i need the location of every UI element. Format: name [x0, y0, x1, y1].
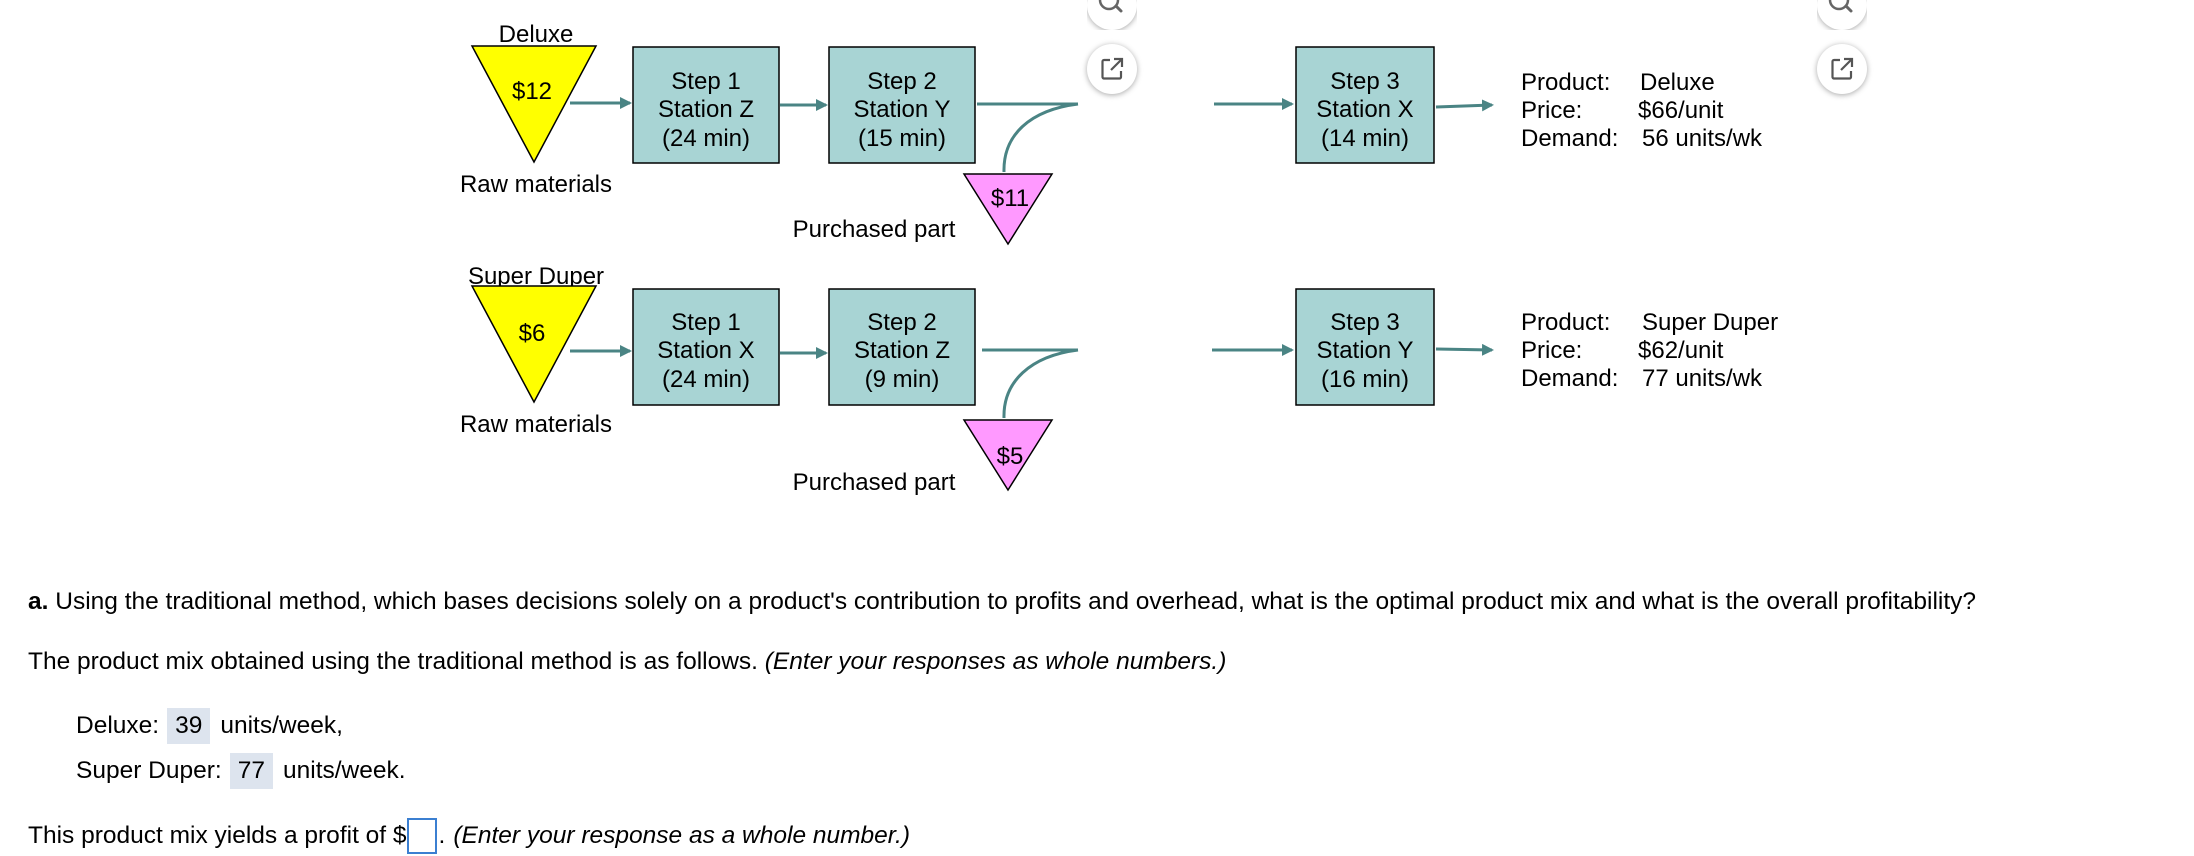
superduper-product-value: Super Duper [1642, 309, 1778, 336]
deluxe-step2-time: (15 min) [858, 125, 946, 152]
superduper-step1-label: Step 1 [671, 309, 740, 336]
superduper-product-label: Product: [1521, 309, 1610, 336]
mix-intro-line: The product mix obtained using the tradi… [28, 648, 1226, 676]
popout-button-right[interactable] [1817, 44, 1867, 94]
superduper-purchased-part-label: Purchased part [793, 469, 956, 496]
superduper-flow: Super Duper $6 Raw materials Step 1 Stat… [460, 263, 1778, 496]
deluxe-product-label: Product: [1521, 69, 1610, 96]
profit-input[interactable] [406, 818, 437, 854]
superduper-step2-label: Step 2 [867, 309, 936, 336]
zoom-button-right[interactable] [1817, 0, 1867, 30]
deluxe-step1-time: (24 min) [662, 125, 750, 152]
zoom-icon [1098, 0, 1123, 13]
deluxe-answer-label: Deluxe: [76, 712, 160, 739]
mix-intro: The product mix obtained using the tradi… [28, 648, 758, 675]
deluxe-demand-label: Demand: [1521, 125, 1618, 152]
superduper-step3-time: (16 min) [1321, 366, 1409, 393]
superduper-answer-field[interactable]: 77 [229, 753, 273, 789]
superduper-arrow-to-output [1435, 343, 1494, 356]
superduper-step1-station: Station X [657, 337, 754, 364]
superduper-step3-station: Station Y [1317, 337, 1414, 364]
superduper-step1-box [632, 288, 780, 406]
superduper-purchased-cost: $5 [997, 443, 1024, 470]
superduper-demand-value: 77 units/wk [1642, 365, 1763, 392]
deluxe-purchased-cost: $11 [991, 185, 1029, 212]
superduper-purchased-part-triangle [962, 419, 1054, 492]
deluxe-answer-unit: units/week, [220, 712, 343, 739]
deluxe-product-value: Deluxe [1640, 69, 1715, 96]
deluxe-answer-field[interactable]: 39 [167, 708, 211, 744]
profit-prefix: This product mix yields a profit of $ [28, 822, 407, 849]
deluxe-step2-station: Station Y [854, 96, 951, 123]
superduper-answer-label: Super Duper: [76, 757, 222, 784]
deluxe-raw-materials-label: Raw materials [460, 171, 612, 198]
question-text: Using the traditional method, which base… [55, 588, 1977, 615]
deluxe-purchased-curve [1002, 102, 1079, 173]
question-part-label: a. [28, 588, 49, 615]
popout-button-left[interactable] [1087, 44, 1137, 94]
popout-icon [1831, 57, 1854, 80]
mix-hint: (Enter your responses as whole numbers.) [764, 648, 1227, 675]
deluxe-raw-cost: $12 [512, 78, 552, 105]
deluxe-price-label: Price: [1521, 97, 1582, 124]
profit-suffix: . [438, 822, 446, 849]
deluxe-step1-station: Station Z [658, 96, 754, 123]
deluxe-price-value: $66/unit [1638, 97, 1724, 124]
deluxe-step3-label: Step 3 [1330, 68, 1399, 95]
deluxe-step1-box [632, 46, 780, 164]
deluxe-step2-label: Step 2 [867, 68, 936, 95]
deluxe-raw-material-triangle [470, 45, 598, 164]
superduper-raw-material-triangle [470, 285, 598, 404]
deluxe-purchased-part-triangle [962, 173, 1054, 246]
profit-hint: (Enter your response as a whole number.) [453, 822, 911, 849]
deluxe-step2-box [828, 46, 976, 164]
superduper-step2-box [828, 288, 976, 406]
deluxe-answer-row: Deluxe: 39 units/week, [76, 708, 343, 744]
popout-icon [1101, 57, 1124, 80]
deluxe-step3-box [1295, 46, 1435, 164]
deluxe-arrow-to-output [1435, 99, 1494, 112]
superduper-step2-time: (9 min) [865, 366, 940, 393]
superduper-step3-box [1295, 288, 1435, 406]
zoom-icon [1828, 0, 1853, 13]
deluxe-step3-time: (14 min) [1321, 125, 1409, 152]
deluxe-demand-value: 56 units/wk [1642, 125, 1763, 152]
superduper-step1-time: (24 min) [662, 366, 750, 393]
deluxe-step1-label: Step 1 [671, 68, 740, 95]
superduper-price-label: Price: [1521, 337, 1582, 364]
superduper-step3-label: Step 3 [1330, 309, 1399, 336]
deluxe-purchased-part-label: Purchased part [793, 216, 956, 243]
superduper-answer-row: Super Duper: 77 units/week. [76, 753, 406, 789]
superduper-raw-materials-label: Raw materials [460, 411, 612, 438]
zoom-button-left[interactable] [1087, 0, 1137, 30]
superduper-price-value: $62/unit [1638, 337, 1724, 364]
superduper-purchased-curve [1002, 348, 1079, 419]
superduper-step2-station: Station Z [854, 337, 950, 364]
deluxe-step3-station: Station X [1316, 96, 1413, 123]
profit-line: This product mix yields a profit of $ . … [28, 818, 910, 854]
deluxe-name: Deluxe [499, 21, 574, 48]
superduper-raw-cost: $6 [519, 320, 546, 347]
question-a: a. Using the traditional method, which b… [28, 588, 1976, 616]
deluxe-flow: Deluxe $12 Raw materials Step 1 Station … [460, 21, 1763, 246]
superduper-demand-label: Demand: [1521, 365, 1618, 392]
superduper-answer-unit: units/week. [283, 757, 406, 784]
process-flow-diagram: Deluxe $12 Raw materials Step 1 Station … [460, 21, 1778, 496]
